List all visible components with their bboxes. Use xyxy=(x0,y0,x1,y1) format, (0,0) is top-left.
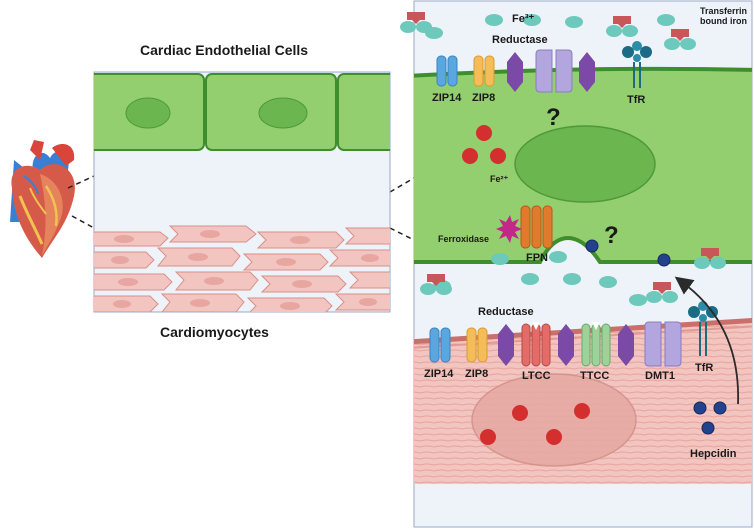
reductase-lower-2 xyxy=(558,324,574,366)
transferrin-label-line1: Transferrin xyxy=(700,6,748,16)
reductase-lower-1 xyxy=(498,324,514,366)
reductase-upper-2 xyxy=(579,52,595,92)
transferrin-complex xyxy=(646,282,678,303)
ferric-iron-molecule xyxy=(565,16,583,28)
ferrous-iron-molecule xyxy=(574,403,590,419)
ferric-iron-molecule xyxy=(549,251,567,263)
left-tissue-panel xyxy=(93,71,391,313)
ferric-iron-molecule xyxy=(657,14,675,26)
ferrous-iron-molecule xyxy=(462,148,478,164)
endothelial-cell-layer xyxy=(94,73,390,151)
ttcc-channel xyxy=(581,322,611,367)
fe3-label: Fe³⁺ xyxy=(512,13,535,25)
transferrin-complex xyxy=(694,248,726,269)
zip14-label-lower: ZIP14 xyxy=(424,368,454,380)
hepcidin-molecule xyxy=(713,401,727,415)
dmt1-transporter-lower xyxy=(644,321,682,367)
dmt1-transporter-upper xyxy=(535,49,573,93)
zip8-transporter-upper xyxy=(473,55,495,87)
hepcidin-molecule-group xyxy=(585,239,727,435)
transferrin-complex xyxy=(664,29,696,50)
transferrin-complex xyxy=(420,274,452,295)
transferrin-bound-iron-label: Transferrin bound iron xyxy=(700,6,747,26)
ferric-iron-molecule xyxy=(485,14,503,26)
zip8-label-upper: ZIP8 xyxy=(472,92,496,104)
ferric-iron-molecule xyxy=(491,253,509,265)
cardiomyocytes-title: Cardiomyocytes xyxy=(160,324,269,340)
ferroxidase-enzyme xyxy=(496,215,522,243)
question-mark-upper: ? xyxy=(546,104,561,131)
zoom-line-upper xyxy=(67,175,95,189)
reductase-label-upper: Reductase xyxy=(492,34,548,46)
hepcidin-molecule xyxy=(657,253,671,267)
zip8-transporter-lower xyxy=(466,327,488,363)
ferroxidase-label: Ferroxidase xyxy=(438,234,490,244)
zip14-label-upper: ZIP14 xyxy=(432,92,462,104)
reductase-label-lower: Reductase xyxy=(478,306,534,318)
zip14-transporter-upper xyxy=(436,55,458,87)
transferrin-complex xyxy=(606,16,638,37)
ferrous-iron-molecule xyxy=(490,148,506,164)
ferric-iron-molecule xyxy=(521,273,539,285)
hepcidin-label: Hepcidin xyxy=(690,448,737,460)
tfr-label-upper: TfR xyxy=(627,94,646,106)
fpn-label: FPN xyxy=(526,252,548,264)
question-mark-lower: ? xyxy=(604,222,619,249)
ferrous-iron-group xyxy=(462,125,590,445)
reductase-lower-3 xyxy=(618,324,634,366)
ferrous-iron-molecule xyxy=(546,429,562,445)
hepcidin-molecule xyxy=(585,239,599,253)
endothelial-cells-title: Cardiac Endothelial Cells xyxy=(140,42,309,58)
ferrous-iron-molecule xyxy=(480,429,496,445)
transferrin-receptor-upper xyxy=(622,41,652,88)
ferric-iron-molecule xyxy=(599,276,617,288)
hepcidin-molecule xyxy=(701,421,715,435)
ferrous-iron-molecule xyxy=(476,125,492,141)
cardiomyocyte-nucleus xyxy=(471,373,637,467)
transferrin-bound-iron-group xyxy=(400,12,726,303)
zoom-line-lower xyxy=(71,215,95,229)
hepcidin-molecule xyxy=(693,401,707,415)
reductase-upper-1 xyxy=(507,52,523,92)
hepcidin-arrow xyxy=(674,276,739,405)
ferrous-iron-molecule xyxy=(512,405,528,421)
zoom-line-right-lower xyxy=(389,227,415,241)
endothelial-nucleus xyxy=(514,125,656,203)
ltcc-channel xyxy=(521,322,551,367)
dmt1-label: DMT1 xyxy=(645,370,675,382)
ferric-iron-molecule xyxy=(629,294,647,306)
ferroportin-channel xyxy=(520,205,553,249)
cardiomyocyte-layer xyxy=(94,225,390,312)
transferrin-complex xyxy=(400,12,432,33)
zoom-line-right-upper xyxy=(389,177,415,193)
ferric-iron-group xyxy=(425,14,675,306)
tfr-label-lower: TfR xyxy=(695,362,714,374)
heart-illustration xyxy=(10,140,75,258)
ltcc-label: LTCC xyxy=(522,370,551,382)
ferric-iron-molecule xyxy=(563,273,581,285)
transferrin-label-line2: bound iron xyxy=(700,16,748,26)
zip14-transporter-lower xyxy=(429,327,451,363)
ferric-iron-molecule xyxy=(523,14,541,26)
fe2-label: Fe²⁺ xyxy=(490,174,509,184)
transferrin-receptor-lower xyxy=(688,301,718,356)
ttcc-label: TTCC xyxy=(580,370,610,382)
zip8-label-lower: ZIP8 xyxy=(465,368,489,380)
